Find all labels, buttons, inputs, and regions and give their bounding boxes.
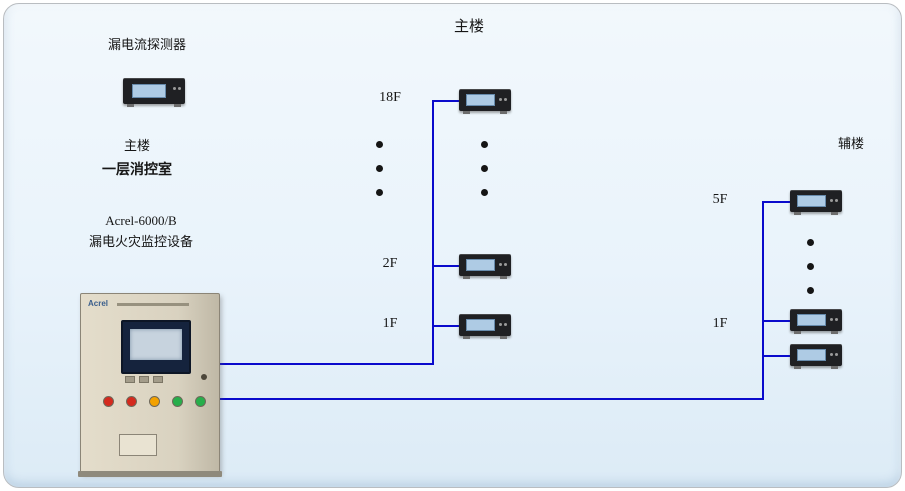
ellipsis-dot [481,141,488,148]
stub-wire-1f-aux-b [763,355,790,357]
main-building-title: 主楼 [453,19,484,35]
device-screen [466,94,495,106]
aux-floor-label-5f: 5F [712,192,728,207]
device-screen [132,84,166,98]
stub-wire-1f-main [433,325,459,327]
stub-wire-5f [763,201,790,203]
device-screen [466,319,495,331]
stub-wire-18f [433,100,459,102]
detector-device-1f-aux-a [790,309,842,334]
ellipsis-dot [807,287,814,294]
detector-device-1f-aux-b [790,344,842,369]
cabinet-keyhole [201,374,207,380]
sample-detector-device [123,78,185,107]
device-buttons [499,98,507,101]
monitoring-cabinet: Acrel [78,293,222,477]
cabinet-title-strip [117,303,189,306]
cabinet-vent [119,434,157,456]
ellipsis-dot [376,189,383,196]
main-floor-label-1f: 1F [382,316,398,331]
equipment-model-label: Acrel-6000/B [105,213,177,228]
ellipsis-dot [376,165,383,172]
diagram-panel: 主楼 辅楼 漏电流探测器 主楼 一层消控室 Acrel-6000/B 漏电火灾监… [3,3,902,488]
device-buttons [499,323,507,326]
main-floor-label-18f: 18F [379,90,401,105]
device-screen [797,314,826,326]
device-screen [797,349,826,361]
main-riser-bus [432,100,434,365]
control-room-line2: 一层消控室 [102,163,172,178]
detector-device-18f [459,89,511,114]
ellipsis-dot [376,141,383,148]
device-buttons [830,199,838,202]
device-buttons [173,87,181,90]
equipment-name-label: 漏电火灾监控设备 [88,234,193,249]
detector-device-5f [790,190,842,215]
stub-wire-1f-aux-a [763,320,790,322]
aux-riser-bus [762,201,764,400]
trunk-wire-main-building [218,363,433,365]
aux-building-title: 辅楼 [837,136,864,151]
cabinet-display-screen [121,320,191,374]
detector-label: 漏电流探测器 [107,37,186,52]
cabinet-indicator-lights [103,396,206,407]
detector-device-2f [459,254,511,279]
detector-device-1f-main [459,314,511,339]
device-screen [466,259,495,271]
control-room-line1: 主楼 [123,138,150,153]
stub-wire-2f [433,265,459,267]
cabinet-display-inner [130,329,182,360]
cabinet-button-row [125,376,163,383]
ellipsis-dot [807,263,814,270]
ellipsis-dot [481,165,488,172]
device-buttons [830,353,838,356]
device-buttons [499,263,507,266]
cabinet-base [78,471,222,477]
aux-floor-label-1f: 1F [712,316,728,331]
ellipsis-dot [807,239,814,246]
device-buttons [830,318,838,321]
device-screen [797,195,826,207]
main-floor-label-2f: 2F [382,256,398,271]
trunk-wire-aux-building [218,398,763,400]
ellipsis-dot [481,189,488,196]
cabinet-brand-label: Acrel [88,299,109,308]
